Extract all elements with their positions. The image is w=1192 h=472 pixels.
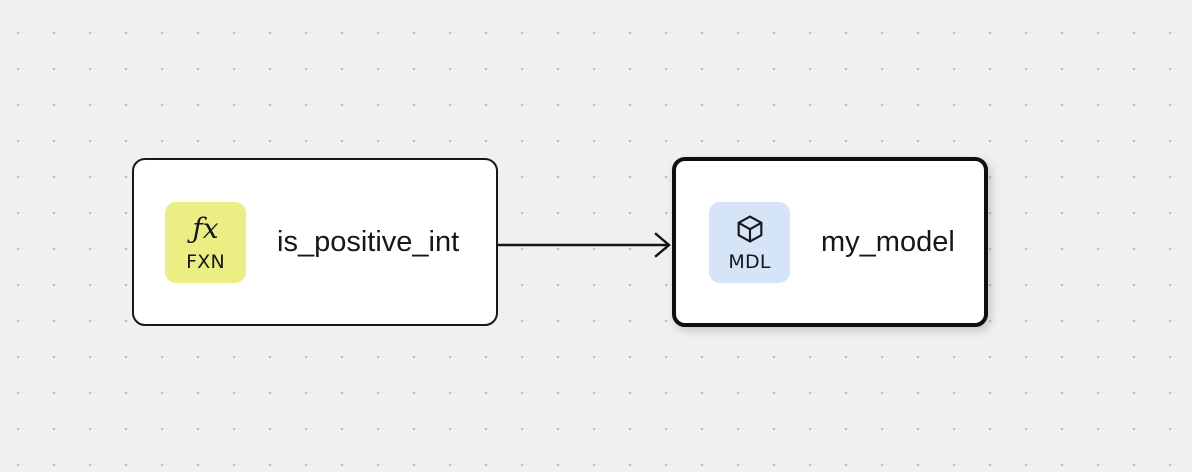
node-my-model[interactable]: MDL my_model <box>672 157 988 327</box>
node-title: my_model <box>821 225 955 258</box>
node-type-badge-caption: FXN <box>186 251 225 273</box>
node-type-badge-mdl: MDL <box>709 201 790 283</box>
cube-icon-svg <box>737 215 762 243</box>
node-type-badge-fxn: ƒx FXN <box>165 201 246 283</box>
node-type-badge-caption: MDL <box>728 251 771 273</box>
node-is-positive-int[interactable]: ƒx FXN is_positive_int <box>132 158 498 326</box>
function-glyph-text: ƒx <box>192 212 219 245</box>
cube-icon <box>733 212 767 246</box>
function-glyph-icon: ƒx <box>192 212 218 246</box>
edge-is_positive_int-my_model[interactable] <box>498 232 671 258</box>
edge-arrowhead-icon <box>654 232 671 258</box>
node-title: is_positive_int <box>277 225 460 258</box>
